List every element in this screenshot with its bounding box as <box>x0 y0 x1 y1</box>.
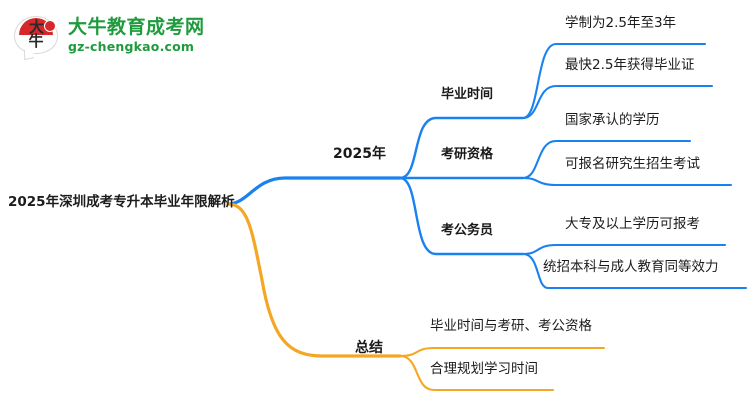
node-postgraduate-eligibility[interactable]: 考研资格 <box>441 147 494 162</box>
leaf-can-apply-postgrad-exam[interactable]: 可报名研究生招生考试 <box>565 156 700 172</box>
edge-root-to-2025 <box>226 176 402 206</box>
edge-graduation-to-leaf2 <box>521 84 714 120</box>
edge-postgrad-to-leaf2 <box>521 176 733 187</box>
logo-title: 大牛教育成考网 <box>68 16 205 39</box>
edge-civilservice-to-leaf1 <box>521 243 727 256</box>
site-logo: 大 牛 大牛教育成考网 gz-chengkao.com <box>14 12 204 60</box>
node-graduation-time[interactable]: 毕业时间 <box>441 87 494 102</box>
edge-graduation-to-leaf1 <box>521 42 707 120</box>
node-root[interactable]: 2025年深圳成考专升本毕业年限解析 <box>8 194 235 210</box>
leaf-college-or-above[interactable]: 大专及以上学历可报考 <box>565 216 700 232</box>
edge-2025-to-civilservice <box>398 176 525 256</box>
node-branch-2025[interactable]: 2025年 <box>333 146 386 162</box>
node-civil-service[interactable]: 考公务员 <box>441 223 494 238</box>
logo-char-top: 大 <box>28 18 44 36</box>
leaf-fastest-certificate[interactable]: 最快2.5年获得毕业证 <box>565 57 695 73</box>
leaf-graduation-duration[interactable]: 学制为2.5年至3年 <box>565 15 677 31</box>
logo-red-dot <box>44 20 56 32</box>
edge-postgrad-to-leaf1 <box>521 139 692 180</box>
leaf-recognized-degree[interactable]: 国家承认的学历 <box>565 112 660 128</box>
leaf-summary-plan-study-time[interactable]: 合理规划学习时间 <box>430 361 538 377</box>
logo-char-bottom: 牛 <box>28 32 44 50</box>
node-branch-summary[interactable]: 总结 <box>355 340 383 356</box>
edge-summary-to-leaf2 <box>398 354 555 392</box>
edge-summary-to-leaf1 <box>398 346 606 358</box>
logo-text-block: 大牛教育成考网 gz-chengkao.com <box>68 18 205 54</box>
leaf-summary-graduation-and-exams[interactable]: 毕业时间与考研、考公资格 <box>430 318 592 334</box>
edge-2025-to-graduation <box>398 116 525 180</box>
edge-civilservice-to-leaf2 <box>521 252 748 290</box>
leaf-equal-validity[interactable]: 统招本科与成人教育同等效力 <box>543 259 719 275</box>
logo-subtitle: gz-chengkao.com <box>68 39 195 55</box>
edge-root-to-summary <box>226 202 402 358</box>
logo-icon: 大 牛 <box>14 14 60 58</box>
